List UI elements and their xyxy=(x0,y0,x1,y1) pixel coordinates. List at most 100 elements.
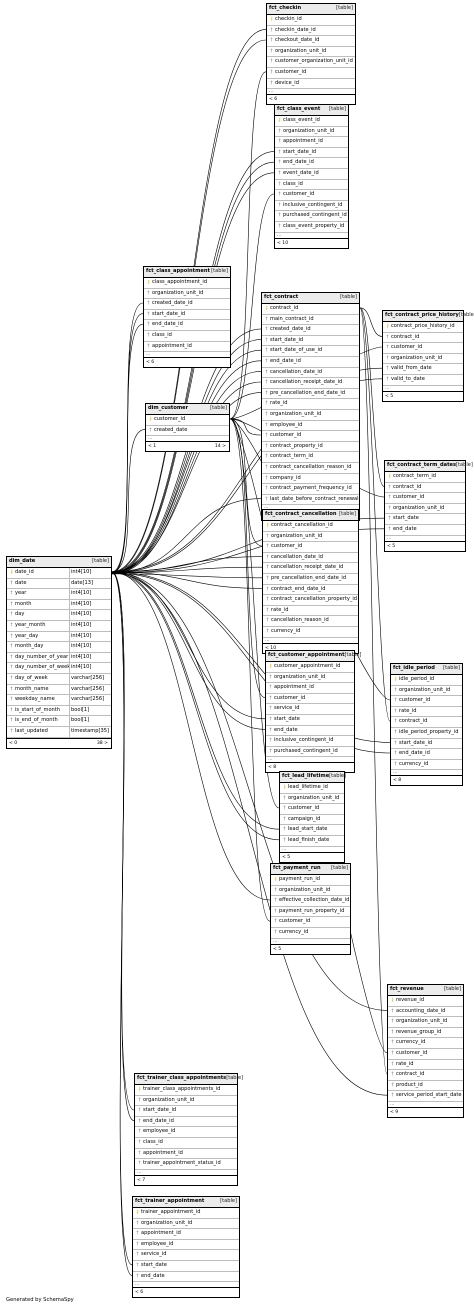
column-row[interactable]: †inclusive_contingent_id xyxy=(275,201,348,212)
column-row[interactable]: †end_date_id xyxy=(144,320,230,331)
table-name[interactable]: fct_contract_term_dates xyxy=(387,462,457,469)
table-dim-customer[interactable]: dim_customer[table]⚷customer_id†created_… xyxy=(145,403,230,453)
column-row[interactable]: †revenue_group_id xyxy=(388,1028,463,1039)
column-row[interactable]: †lead_start_date xyxy=(280,825,344,836)
column-row[interactable]: †checkin_date_id xyxy=(267,26,355,37)
column-row[interactable]: †start_date_id xyxy=(391,739,462,750)
column-row[interactable]: †end_date xyxy=(385,525,465,536)
column-row[interactable]: †customer_id xyxy=(262,431,359,442)
column-row[interactable]: †event_date_id xyxy=(275,169,348,180)
table-name[interactable]: fct_payment_run xyxy=(273,865,321,872)
column-row[interactable]: †customer_id xyxy=(280,804,344,815)
column-row[interactable]: †device_id xyxy=(267,79,355,90)
parents-count[interactable]: < 10 xyxy=(265,645,277,651)
column-row[interactable]: †start_date_id xyxy=(135,1106,237,1117)
table-name[interactable]: fct_checkin xyxy=(269,5,302,12)
column-row[interactable]: †pre_cancellation_end_date_id xyxy=(262,389,359,400)
column-row[interactable]: †appointment_id xyxy=(266,683,354,694)
column-row[interactable]: †pre_cancellation_end_date_id xyxy=(263,574,358,585)
column-row[interactable]: †employee_id xyxy=(135,1127,237,1138)
column-row[interactable]: †appointment_id xyxy=(275,137,348,148)
column-row[interactable]: ⚷customer_id xyxy=(146,415,229,426)
table-name[interactable]: fct_lead_lifetime xyxy=(282,773,330,780)
children-count[interactable]: 38 > xyxy=(96,740,108,746)
column-row[interactable]: ⚷contract_id xyxy=(262,304,359,315)
table-name[interactable]: dim_customer xyxy=(148,405,189,412)
column-row[interactable]: ⚷contract_term_id xyxy=(385,472,465,483)
column-row[interactable]: †organization_unit_id xyxy=(263,532,358,543)
column-row[interactable]: †organization_unit_id xyxy=(280,794,344,805)
column-row[interactable]: †currency_id xyxy=(391,760,462,771)
column-row[interactable]: †idle_period_property_id xyxy=(391,728,462,739)
parents-count[interactable]: < 6 xyxy=(146,360,155,366)
column-row[interactable]: †rate_id xyxy=(263,606,358,617)
column-row[interactable]: †contract_id xyxy=(391,717,462,728)
column-row[interactable]: †service_id xyxy=(266,704,354,715)
column-row[interactable]: †payment_run_property_id xyxy=(271,907,350,918)
column-row[interactable]: ⚷contract_cancellation_id xyxy=(263,521,358,532)
column-row[interactable]: †valid_from_date xyxy=(383,364,463,375)
table-fct-checkin[interactable]: fct_checkin[table]⚷checkin_id†checkin_da… xyxy=(266,3,356,106)
column-row[interactable]: †product_id xyxy=(388,1081,463,1092)
parents-count[interactable]: < 1 xyxy=(148,444,157,450)
column-row[interactable]: †cancellation_date_id xyxy=(262,368,359,379)
column-row[interactable]: †trainer_appointment_status_id xyxy=(135,1159,237,1170)
parents-count[interactable]: < 10 xyxy=(277,240,289,246)
column-row[interactable]: ⚷customer_appointment_id xyxy=(266,662,354,673)
column-row[interactable]: †purchased_contingent_id xyxy=(266,747,354,758)
table-fct-trainer-appointment[interactable]: fct_trainer_appointment[table]⚷trainer_a… xyxy=(132,1196,240,1299)
column-row[interactable]: †service_period_start_date xyxy=(388,1091,463,1102)
column-row[interactable]: †start_date xyxy=(133,1261,239,1272)
column-row[interactable]: ⚷revenue_id xyxy=(388,996,463,1007)
table-name[interactable]: fct_contract_cancellation xyxy=(265,511,337,518)
column-row[interactable]: †lead_finish_date xyxy=(280,836,344,847)
table-fct-contract-cancellation[interactable]: fct_contract_cancellation[table]⚷contrac… xyxy=(262,509,359,654)
parents-count[interactable]: < 9 xyxy=(390,1109,399,1115)
column-row[interactable]: †valid_to_date xyxy=(383,375,463,386)
column-row[interactable]: †contract_id xyxy=(383,333,463,344)
column-row[interactable]: †organization_unit_id xyxy=(144,289,230,300)
table-fct-class-event[interactable]: fct_class_event[table]⚷class_event_id†or… xyxy=(274,104,349,249)
table-fct-payment-run[interactable]: fct_payment_run[table]⚷payment_run_id†or… xyxy=(270,863,351,955)
column-row[interactable]: †organization_unit_id xyxy=(383,354,463,365)
table-fct-contract-term-dates[interactable]: fct_contract_term_dates[table]⚷contract_… xyxy=(384,460,473,552)
column-row[interactable]: †appointment_id xyxy=(144,342,230,353)
parents-count[interactable]: < 7 xyxy=(137,1177,146,1183)
children-count[interactable]: 14 > xyxy=(214,444,226,450)
column-row[interactable]: †end_date_id xyxy=(262,357,359,368)
column-row[interactable]: †class_id xyxy=(275,180,348,191)
table-name[interactable]: fct_class_event xyxy=(277,106,321,113)
column-row[interactable]: †customer_organization_unit_id xyxy=(267,57,355,68)
column-row[interactable]: †cancellation_reason_id xyxy=(263,616,358,627)
table-fct-customer-appointment[interactable]: fct_customer_appointment[table]⚷customer… xyxy=(265,650,361,774)
column-row[interactable]: †class_event_property_id xyxy=(275,222,348,233)
column-row[interactable]: †currency_id xyxy=(263,627,358,638)
column-row[interactable]: †rate_id xyxy=(262,399,359,410)
column-row[interactable]: †cancellation_receipt_date_id xyxy=(262,378,359,389)
column-row[interactable]: †main_contract_id xyxy=(262,315,359,326)
column-row[interactable]: †customer_id xyxy=(267,68,355,79)
column-row[interactable]: †customer_id xyxy=(388,1049,463,1060)
parents-count[interactable]: < 5 xyxy=(387,543,396,549)
column-row[interactable]: †organization_unit_id xyxy=(275,127,348,138)
column-row[interactable]: †contract_term_id xyxy=(262,452,359,463)
table-fct-trainer-class-appointments[interactable]: fct_trainer_class_appointments[table]⚷tr… xyxy=(134,1073,243,1186)
column-row[interactable]: ⚷trainer_class_appointments_id xyxy=(135,1085,237,1096)
column-row[interactable]: †organization_unit_id xyxy=(262,410,359,421)
column-row[interactable]: †contract_property_id xyxy=(262,442,359,453)
column-row[interactable]: †inclusive_contingent_id xyxy=(266,736,354,747)
column-row[interactable]: †end_date_id xyxy=(135,1117,237,1128)
column-row[interactable]: ⚷contract_price_history_id xyxy=(383,322,463,333)
column-row[interactable]: †contract_id xyxy=(388,1070,463,1081)
column-row[interactable]: †end_date_id xyxy=(275,158,348,169)
column-row[interactable]: ⚷idle_period_id xyxy=(391,675,462,686)
